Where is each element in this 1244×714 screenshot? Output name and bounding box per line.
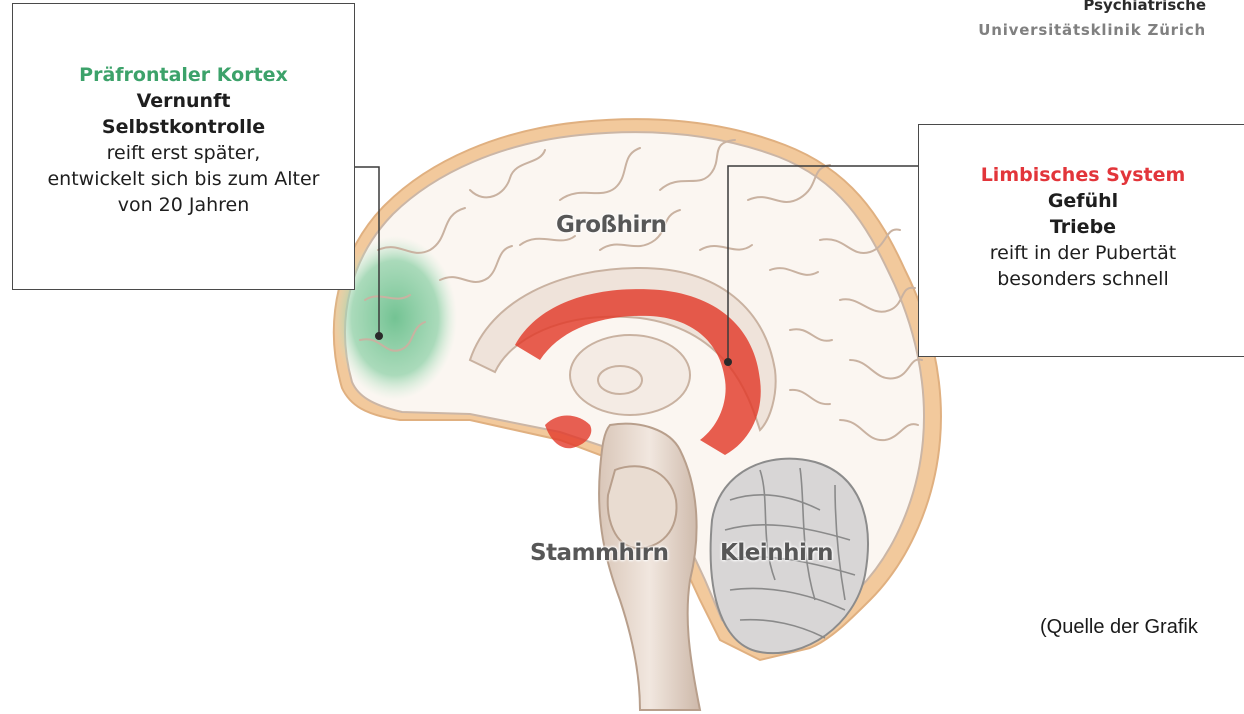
- thalamus: [570, 335, 690, 415]
- region-label-cerebellum: Kleinhirn: [720, 540, 833, 566]
- prefrontal-line-selfcontrol: Selbstkontrolle: [13, 114, 354, 140]
- limbic-line-drives: Triebe: [919, 214, 1244, 240]
- limbic-line-feeling: Gefühl: [919, 188, 1244, 214]
- limbic-line-fast: besonders schnell: [919, 266, 1244, 292]
- prefrontal-line-develops: entwickelt sich bis zum Alter: [13, 166, 354, 192]
- region-label-cerebrum: Großhirn: [556, 212, 667, 238]
- prefrontal-callout: Präfrontaler Kortex Vernunft Selbstkontr…: [12, 3, 355, 290]
- pointer-dot-prefrontal: [375, 332, 383, 340]
- clinic-logo: Psychiatrische Universitätsklinik Zürich: [978, 0, 1206, 43]
- brainstem: [599, 424, 700, 710]
- logo-line-1: Psychiatrische: [978, 0, 1206, 18]
- pointer-dot-limbic: [724, 358, 732, 366]
- limbic-callout: Limbisches System Gefühl Triebe reift in…: [918, 124, 1244, 357]
- prefrontal-line-matures: reift erst später,: [13, 140, 354, 166]
- limbic-heading: Limbisches System: [919, 162, 1244, 188]
- prefrontal-heading: Präfrontaler Kortex: [13, 62, 354, 88]
- limbic-line-puberty: reift in der Pubertät: [919, 240, 1244, 266]
- prefrontal-line-age: von 20 Jahren: [13, 192, 354, 218]
- prefrontal-line-reason: Vernunft: [13, 88, 354, 114]
- source-note: (Quelle der Grafik: [1040, 616, 1198, 639]
- pons: [608, 466, 677, 548]
- logo-line-2: Universitätsklinik Zürich: [978, 18, 1206, 43]
- region-label-brainstem: Stammhirn: [530, 540, 669, 566]
